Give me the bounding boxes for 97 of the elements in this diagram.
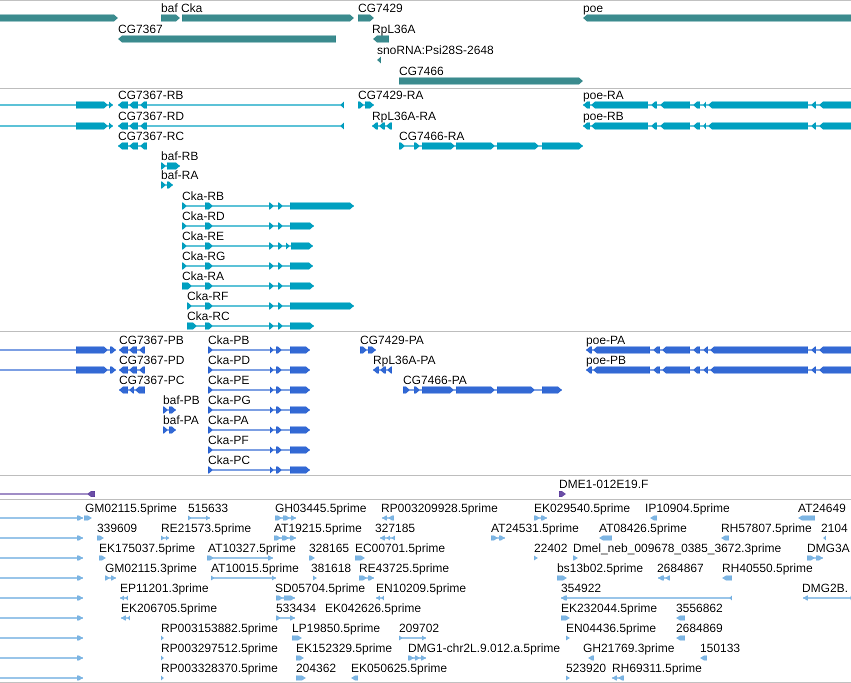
feature-label: CG7367-PD [119,354,184,367]
feature-label: EK152329.5prime [296,642,392,655]
feature-label: EP11201.3prime [120,582,208,595]
feature-label: poe [583,2,604,15]
feature-label: CG7367-PB [119,334,184,347]
feature-label: 22402 [534,542,568,555]
feature-label: GM02115.5prime [85,502,177,515]
feature-label: CG7367-RD [118,110,184,123]
feature-label: snoRNA:Psi28S-2648 [377,44,494,57]
feature-label: 515633 [188,502,228,515]
feature-label: 3556862 [676,602,723,615]
feature-label: 327185 [375,522,416,535]
feature-label: 209702 [399,622,440,635]
feature-label: 328165 [309,542,350,555]
feature-label: baf-PB [163,394,200,407]
feature-label: Cka-RE [182,230,224,243]
feature-label: AT08426.5prime [599,522,687,535]
feature-label: RP003153882.5prime [161,622,278,635]
feature-label: 150133 [700,642,740,655]
feature-label: CG7367-RB [118,89,184,102]
feature-label: CG7429 [358,2,403,15]
feature-label: SD05704.5prime [275,582,366,595]
feature-label: poe-PB [586,354,626,367]
feature-label: CG7367-PC [119,374,184,387]
feature-label: Dmel_neb_009678_0385_3672.3prime [573,542,782,555]
feature-label: AT24531.5prime [491,522,579,535]
feature-label: EK029540.5prime [534,502,630,515]
feature-label: poe-RB [583,110,624,123]
feature-label: 2684867 [657,562,704,575]
feature-label: Cka-PC [208,454,250,467]
feature-label: RpL36A [372,23,416,36]
feature-label: Cka [181,2,202,15]
feature-label: CG7466-PA [403,374,467,387]
feature-label: Cka-PD [208,354,250,367]
feature-label: GH21769.3prime [583,642,674,655]
feature-label: CG7466-RA [399,130,464,143]
feature-label: AT19215.5prime [274,522,362,535]
feature-label: DMG2B. [802,582,848,595]
feature-label: EK175037.5prime [99,542,196,555]
feature-label: Cka-RG [182,250,226,263]
feature-label: baf-RA [161,169,198,182]
feature-label: 523920 [566,662,606,675]
feature-label: RE43725.5prime [359,562,450,575]
feature-label: CG7429-RA [358,89,424,102]
feature-label: Cka-PE [208,374,250,387]
feature-label: GM02115.3prime [105,562,197,575]
feature-label: Cka-RB [182,190,224,203]
feature-label: baf-PA [163,414,199,427]
feature-label: 2684869 [676,622,723,635]
feature-label: AT24649 [798,502,846,515]
feature-label: EK042626.5prime [325,602,422,615]
feature-label: RH57807.5prime [721,522,812,535]
feature-label: Cka-RF [187,290,228,303]
feature-label: EN10209.5prime [376,582,466,595]
feature-label: 204362 [296,662,336,675]
feature-label: AT10327.5prime [208,542,296,555]
feature-label: EK206705.5prime [121,602,218,615]
feature-label: RP003328370.5prime [161,662,278,675]
feature-label: Cka-RA [182,270,224,283]
feature-label: baf-RB [161,150,198,163]
feature-label: RH40550.5prime [722,562,813,575]
feature-label: RpL36A-RA [372,110,436,123]
feature-label: poe-RA [583,89,624,102]
feature-label: Cka-PA [208,414,248,427]
feature-label: Cka-PF [208,434,249,447]
feature-label: DME1-012E19.F [559,478,648,491]
feature-label: 533434 [276,602,316,615]
feature-label: EK050625.5prime [351,662,448,675]
feature-label: EC00701.5prime [355,542,446,555]
feature-label: IP10904.5prime [645,502,730,515]
feature-label: 2104 [821,522,848,535]
feature-label: EN04436.5prime [566,622,656,635]
feature-label: Cka-PG [208,394,251,407]
feature-label: CG7429-PA [360,334,424,347]
feature-label: Cka-RC [187,310,230,323]
feature-label: RpL36A-PA [373,354,436,367]
feature-label: RP003297512.5prime [161,642,278,655]
feature-label: Cka-PB [208,334,250,347]
feature-label: CG7367-RC [118,130,184,143]
feature-label: 339609 [97,522,138,535]
feature-label: baf [161,2,178,15]
feature-label: EK232044.5prime [561,602,658,615]
feature-label: 381618 [311,562,352,575]
feature-label: RE21573.5prime [161,522,252,535]
feature-label: DMG3A [807,542,850,555]
feature-label: DMG1-chr2L.9.012.a.5prime [408,642,560,655]
feature-label: poe-PA [586,334,626,347]
feature-label: CG7367 [118,23,163,36]
feature-label: RH69311.5prime [612,662,702,675]
feature-label: bs13b02.5prime [557,562,644,575]
feature-label: GH03445.5prime [275,502,366,515]
feature-label: AT10015.5prime [211,562,299,575]
feature-label: Cka-RD [182,210,225,223]
feature-label: RP003209928.5prime [381,502,498,515]
feature-label: 354922 [561,582,602,595]
feature-label: CG7466 [399,65,444,78]
feature-label: LP19850.5prime [292,622,380,635]
